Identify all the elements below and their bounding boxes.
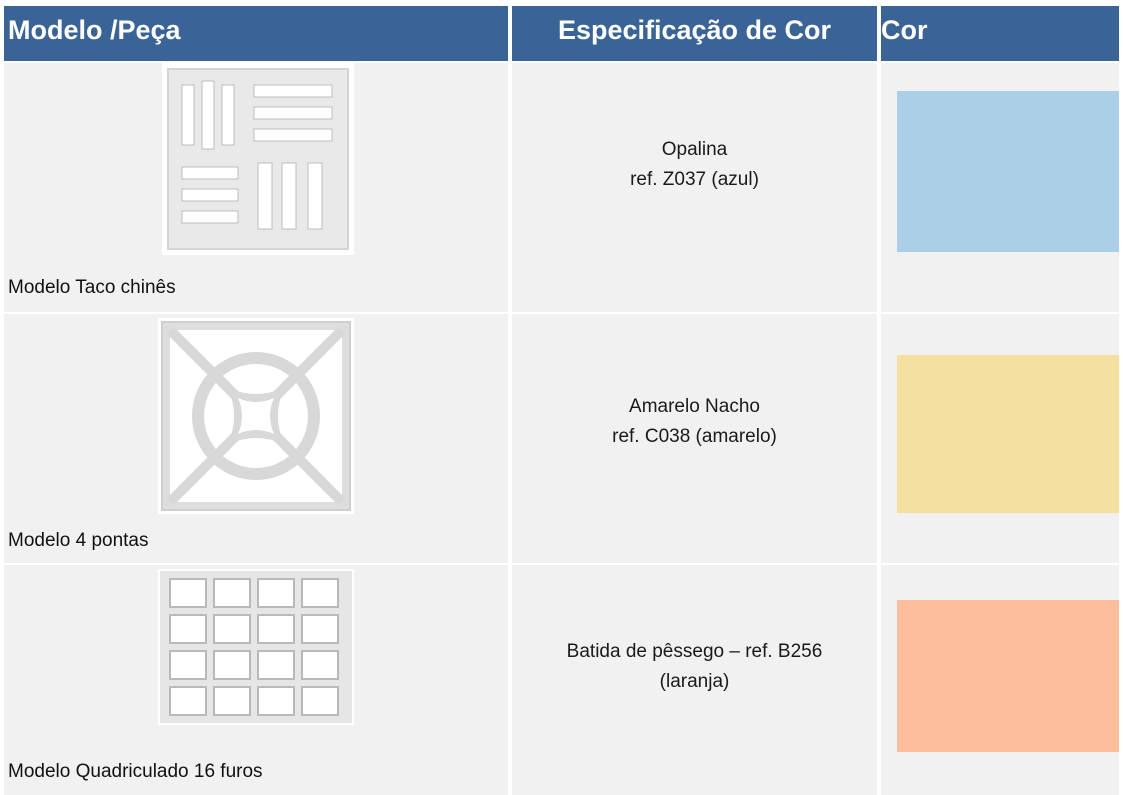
row-1-model-label: Modelo Taco chinês bbox=[8, 277, 176, 298]
taco-chines-block-image bbox=[162, 63, 354, 255]
row-3-color-cell bbox=[881, 565, 1119, 795]
row-3-model-cell: Modelo Quadriculado 16 furos bbox=[4, 565, 508, 795]
header-spec: Especificação de Cor bbox=[512, 6, 877, 61]
row-2-model-cell: Modelo 4 pontas bbox=[4, 314, 508, 563]
row-1-spec-line-2: ref. Z037 (azul) bbox=[630, 169, 759, 190]
row-3-model-label: Modelo Quadriculado 16 furos bbox=[8, 761, 263, 782]
row-1-color-swatch bbox=[897, 91, 1119, 252]
row-3-spec-line-1: Batida de pêssego – ref. B256 bbox=[566, 641, 823, 662]
header-color: Cor bbox=[881, 6, 1119, 61]
row-1-spec-cell: Opalina ref. Z037 (azul) bbox=[512, 63, 877, 312]
quatro-pontas-block-image bbox=[158, 318, 354, 514]
row-3-spec-cell: Batida de pêssego – ref. B256 (laranja) bbox=[512, 565, 877, 795]
quadriculado-block-image bbox=[158, 569, 354, 725]
row-1-model-cell: Modelo Taco chinês bbox=[4, 63, 508, 312]
row-2-spec-text: Amarelo Nacho ref. C038 (amarelo) bbox=[512, 392, 877, 452]
row-1-spec-text: Opalina ref. Z037 (azul) bbox=[512, 135, 877, 195]
row-2-spec-cell: Amarelo Nacho ref. C038 (amarelo) bbox=[512, 314, 877, 563]
row-1-color-cell bbox=[881, 63, 1119, 312]
row-3-color-swatch bbox=[897, 600, 1119, 752]
row-1-spec-line-1: Opalina bbox=[661, 139, 728, 160]
row-3-spec-text: Batida de pêssego – ref. B256 (laranja) bbox=[512, 637, 877, 697]
row-2-spec-line-2: ref. C038 (amarelo) bbox=[612, 426, 777, 447]
row-2-model-label: Modelo 4 pontas bbox=[8, 530, 149, 551]
row-3-spec-line-2: (laranja) bbox=[659, 671, 730, 692]
header-model: Modelo /Peça bbox=[4, 6, 508, 61]
row-2-spec-line-1: Amarelo Nacho bbox=[629, 396, 760, 417]
row-2-color-cell bbox=[881, 314, 1119, 563]
row-2-color-swatch bbox=[897, 355, 1119, 513]
